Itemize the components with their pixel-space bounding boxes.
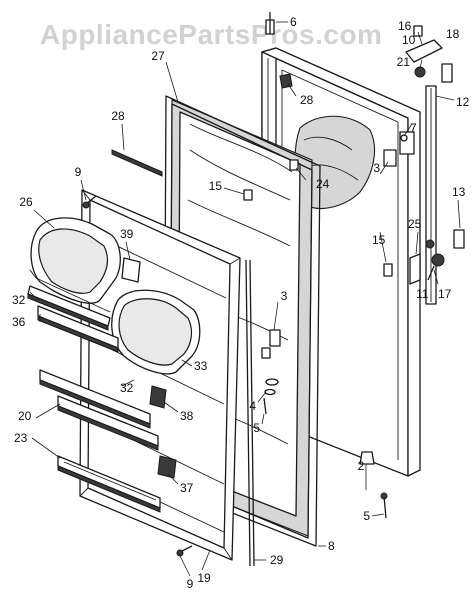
top-hinge-assembly: [265, 12, 443, 155]
callout-12: 12: [456, 95, 470, 109]
callout-10: 10: [402, 33, 416, 47]
hinge-rod-12: [425, 85, 437, 305]
callout-5-middle: 5: [253, 421, 260, 435]
cap-18: [441, 63, 453, 83]
callout-21: 21: [397, 55, 411, 69]
callout-5-bottom: 5: [363, 509, 370, 523]
callout-3-lower: 3: [281, 289, 288, 303]
callout-20: 20: [18, 409, 32, 423]
callout-11: 11: [416, 287, 429, 301]
callout-4: 4: [249, 399, 256, 413]
callout-7: 7: [410, 121, 417, 135]
callout-38: 38: [180, 409, 194, 423]
shelf-bar-20: [57, 395, 159, 451]
bracket-39: [121, 257, 141, 283]
clip-24: [289, 159, 299, 171]
callout-18: 18: [446, 27, 460, 41]
shelf-bar-36: [37, 305, 119, 353]
strip-28-left: [111, 149, 163, 177]
callout-32-left: 32: [12, 293, 26, 307]
shelf-bar-23: [57, 455, 161, 513]
callout-6: 6: [290, 15, 297, 29]
callout-25: 25: [408, 217, 422, 231]
callout-19: 19: [197, 571, 211, 585]
callout-39: 39: [120, 227, 134, 241]
callout-9-bottom: 9: [187, 577, 194, 591]
callout-15-upper: 15: [209, 179, 223, 193]
callout-27: 27: [151, 49, 165, 63]
callout-labels: 2 3 3 4 5 5 6 7 8 9 9 10 11 12 13 15 15 …: [12, 15, 470, 591]
callout-26: 26: [19, 195, 33, 209]
stop-25: [409, 253, 421, 285]
inner-door-panel: [79, 189, 241, 561]
hinge-3-upper: [383, 149, 397, 167]
callout-29: 29: [270, 553, 284, 567]
hinge-3-lower: [261, 329, 281, 359]
clip-15-upper: [243, 189, 253, 201]
callout-23: 23: [14, 431, 28, 445]
screw-9-bottom: [176, 545, 193, 557]
clip-15-right: [383, 263, 393, 277]
callout-8: 8: [328, 539, 335, 553]
cap-13: [453, 229, 465, 249]
callout-9-top: 9: [75, 165, 82, 179]
callout-28-left: 28: [111, 109, 125, 123]
screw-5-bottom: [380, 492, 388, 519]
callout-16: 16: [398, 19, 412, 33]
door-bin-26: [29, 217, 121, 313]
callout-3-upper: 3: [373, 161, 380, 175]
callout-2: 2: [358, 459, 365, 473]
bracket-17: [425, 239, 445, 281]
bushing-2: [359, 451, 375, 465]
callout-32-middle: 32: [120, 381, 134, 395]
washer-4: [264, 378, 279, 396]
callout-13: 13: [452, 185, 466, 199]
callout-33: 33: [194, 359, 208, 373]
leader-lines: [29, 21, 461, 577]
callout-37: 37: [180, 481, 194, 495]
door-bin-middle: [111, 289, 201, 375]
callout-15-right: 15: [372, 233, 386, 247]
callout-36: 36: [12, 315, 26, 329]
wire-29: [245, 259, 255, 567]
callout-24: 24: [316, 177, 330, 191]
screw-5-middle: [263, 397, 267, 415]
callout-28-right: 28: [300, 93, 314, 107]
callout-17: 17: [438, 287, 452, 301]
bracket-38: [149, 385, 167, 409]
bracket-37: [157, 455, 177, 479]
shelf-bar-32: [27, 285, 111, 331]
screw-9-top: [82, 195, 97, 209]
watermark-text: AppliancePartsPros.com: [40, 19, 382, 50]
shelf-bar-middle: [39, 369, 151, 429]
